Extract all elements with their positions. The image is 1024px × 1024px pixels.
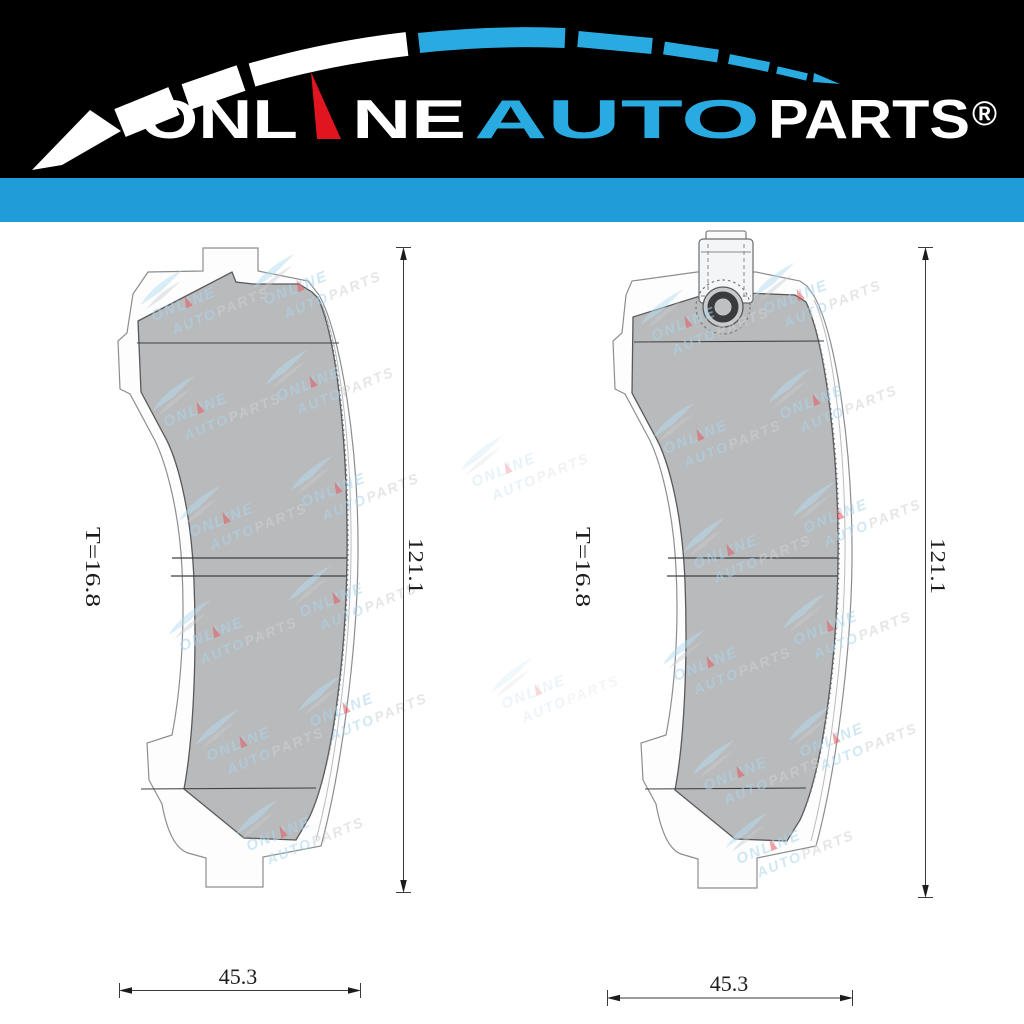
thickness-label-right: T=16.8 (571, 527, 595, 607)
brand-text-auto: AUTO (474, 88, 760, 150)
chamfer-line-bottom (140, 787, 317, 790)
width-dimension-label-left: 45.3 (219, 964, 258, 989)
seam-dotted-line (309, 301, 349, 817)
brand-text-onl: ONL (140, 88, 298, 150)
height-dimension-left (396, 247, 411, 893)
height-dimension-label-right: 121.1 (926, 538, 950, 594)
chamfer-line-bottom (644, 787, 807, 790)
watermark (454, 408, 592, 511)
speedometer-arc-icon (32, 27, 840, 170)
brand-text-ne: NE (352, 88, 466, 150)
watermark (484, 630, 622, 733)
width-dimension-right (607, 990, 853, 1006)
brand-wordmark: ONL NE AUTO PARTS ® (140, 88, 997, 150)
brand-text-parts: PARTS (768, 88, 970, 150)
width-dimension-label-right: 45.3 (710, 971, 749, 996)
brake-pad-left-drawing (117, 247, 359, 888)
registered-trademark-icon: ® (972, 95, 997, 133)
thickness-label-left: T=16.8 (81, 527, 105, 607)
width-dimension-left (119, 983, 361, 998)
chamfer-line-top (633, 340, 825, 343)
needle-icon (311, 72, 341, 139)
plate-edge-line (315, 298, 352, 841)
blue-accent-bar (0, 178, 1024, 222)
height-dimension-label-left: 121.1 (404, 538, 428, 594)
height-dimension-right (918, 247, 933, 898)
